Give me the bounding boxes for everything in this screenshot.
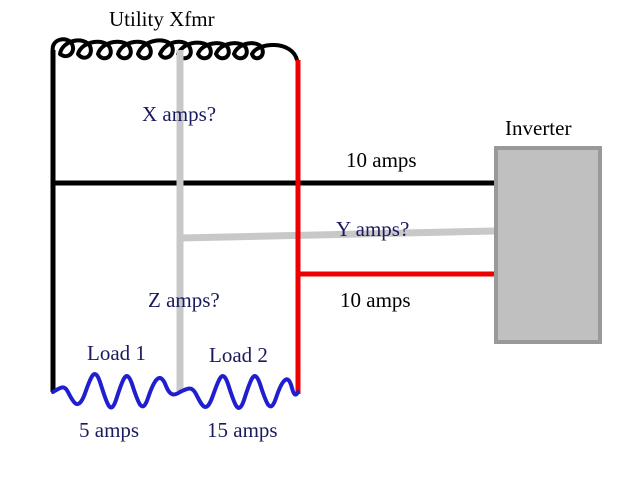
neutral-inverter-wire: [179, 227, 495, 242]
z-current-label: Z amps?: [148, 288, 220, 312]
transformer-label: Utility Xfmr: [109, 7, 215, 31]
x-current-label: X amps?: [142, 102, 217, 126]
inverter-top-current-label: 10 amps: [346, 148, 417, 172]
load-1-current: 5 amps: [79, 418, 140, 442]
inverter-box: [494, 146, 602, 344]
load-1-name: Load 1: [87, 341, 146, 365]
load-2-name: Load 2: [209, 343, 268, 367]
inverter-bottom-current-label: 10 amps: [340, 288, 411, 312]
load-1-resistor: [51, 372, 182, 410]
transformer-winding: [50, 37, 299, 62]
y-current-label: Y amps?: [336, 217, 410, 241]
load-2-resistor: [178, 374, 300, 410]
load-2-current: 15 amps: [207, 418, 278, 442]
inverter-label: Inverter: [505, 116, 572, 140]
